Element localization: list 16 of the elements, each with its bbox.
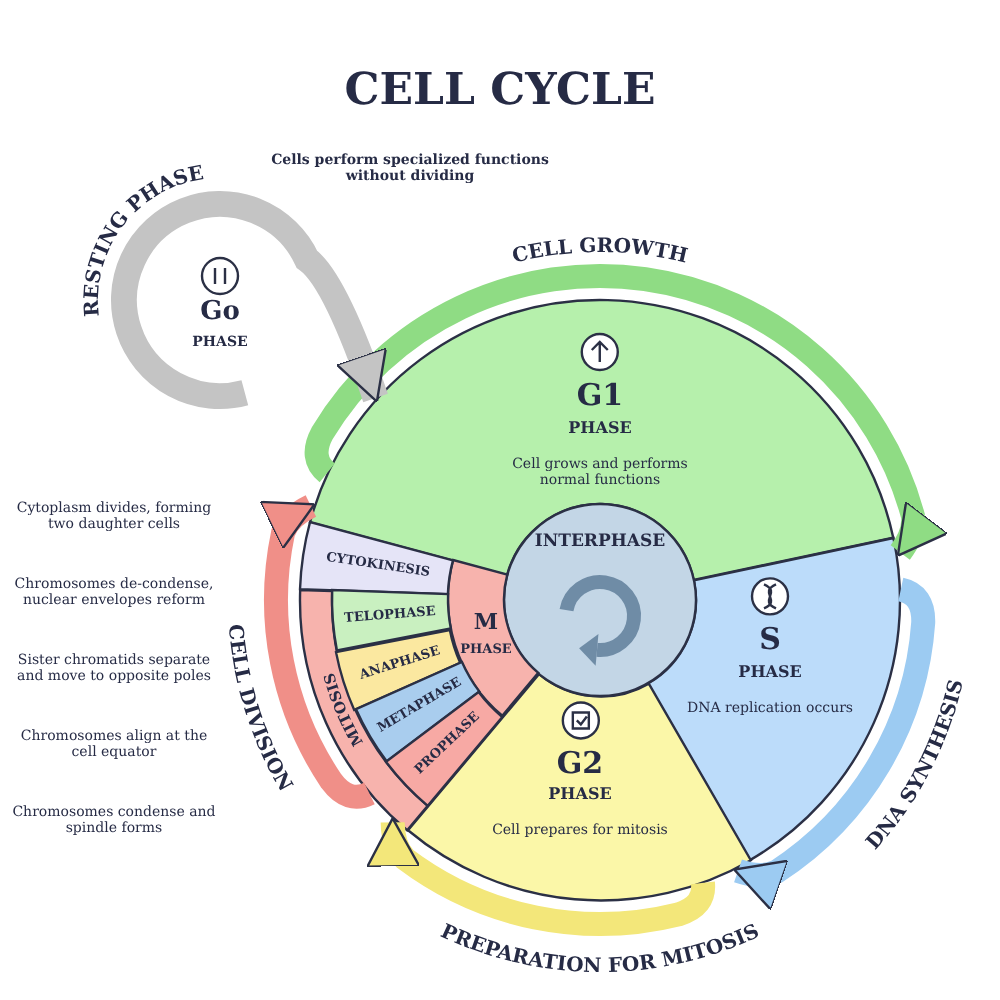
phase-label: PHASE xyxy=(568,418,632,438)
phase-label: PHASE xyxy=(738,662,802,682)
edge-label: CELL GROWTH xyxy=(510,235,690,269)
phase-title: INTERPHASE xyxy=(534,534,666,554)
arrow xyxy=(258,495,375,809)
arrow xyxy=(111,191,388,409)
phase-label: PHASE xyxy=(548,784,612,804)
arrow xyxy=(304,264,949,560)
phase-name: M xyxy=(473,611,499,637)
arrow xyxy=(733,577,936,911)
phase-name: G2 xyxy=(556,746,604,782)
arrow xyxy=(367,817,716,936)
phase-name: G1 xyxy=(576,378,624,414)
title: CELL CYCLE xyxy=(342,64,658,116)
phase-name: S xyxy=(759,622,781,658)
phase-name: Go xyxy=(200,299,240,329)
